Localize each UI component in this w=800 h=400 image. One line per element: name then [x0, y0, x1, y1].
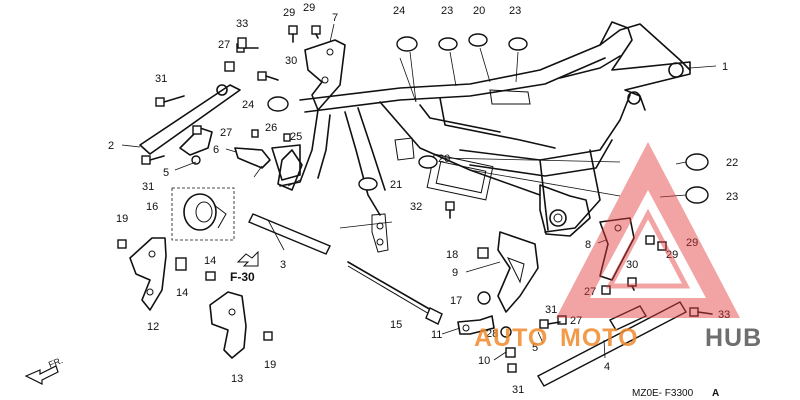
callout-6: 6: [213, 144, 219, 156]
callout-19: 19: [264, 359, 276, 371]
bracket-6: [234, 147, 271, 169]
rod-4: [537, 301, 687, 387]
bracket-11: [457, 315, 495, 335]
callout-27: 27: [220, 127, 232, 139]
callout-23: 23: [509, 5, 521, 17]
callout-25: 25: [290, 131, 302, 143]
callout-14: 14: [204, 255, 216, 267]
callout-31: 31: [512, 384, 524, 396]
callout-8: 8: [585, 239, 591, 251]
callout-2: 2: [108, 140, 114, 152]
plate-25: [271, 144, 301, 181]
watermark-auto: AUTO: [474, 324, 548, 352]
callout-29: 29: [666, 249, 678, 261]
callout-4: 4: [604, 361, 610, 373]
callout-17: 17: [450, 295, 462, 307]
callout-5: 5: [163, 167, 169, 179]
callout-9: 9: [452, 267, 458, 279]
callout-30: 30: [626, 259, 638, 271]
callout-23: 23: [726, 191, 738, 203]
clamps: [267, 33, 709, 204]
leader-lines: [121, 23, 717, 361]
callout-20: 20: [473, 5, 485, 17]
callout-14: 14: [176, 287, 188, 299]
bracket-7: [304, 39, 346, 111]
callout-3: 3: [280, 259, 286, 271]
f30-label: F-30: [230, 270, 255, 284]
main-frame: [277, 21, 691, 253]
callout-13: 13: [231, 373, 243, 385]
f30-reference: F-30: [230, 250, 259, 284]
callout-33: 33: [718, 309, 730, 321]
callout-33: 33: [236, 18, 248, 30]
callout-28: 28: [486, 328, 498, 340]
callout-15: 15: [390, 319, 402, 331]
diagram-code: MZ0E- F3300 A: [632, 388, 719, 399]
callout-31: 31: [155, 73, 167, 85]
front-indicator: FR.: [24, 355, 64, 385]
callout-30: 30: [285, 55, 297, 67]
cover-12: [129, 237, 167, 311]
callout-24: 24: [242, 99, 254, 111]
callout-11: 11: [431, 329, 442, 341]
bracket-9: [497, 231, 539, 313]
watermark-hub: HUB: [705, 324, 762, 352]
callout-31: 31: [545, 304, 557, 316]
callout-27: 27: [218, 39, 230, 51]
diagram-code-suffix: A: [712, 388, 719, 399]
callout-1: 1: [722, 61, 728, 73]
bolt-15: [347, 261, 443, 325]
callout-labels: 1 2 3 4 5 5 6 7 8 9 10 11 12 13 14 14 15…: [108, 2, 738, 396]
callout-29: 29: [303, 2, 315, 14]
callout-5: 5: [532, 342, 538, 354]
rod-3: [248, 213, 331, 255]
callout-23: 23: [441, 5, 453, 17]
callout-26: 26: [265, 122, 277, 134]
callout-21: 21: [390, 179, 402, 191]
watermark-triangle-logo: [556, 142, 740, 318]
callout-16: 16: [146, 201, 158, 213]
watermark-moto: MOTO: [560, 324, 639, 352]
callout-20: 20: [438, 153, 450, 165]
callout-22: 22: [726, 157, 738, 169]
horn-16: [171, 187, 235, 241]
callout-12: 12: [147, 321, 159, 333]
callout-32: 32: [410, 201, 422, 213]
upper-mount-bar: [139, 84, 241, 155]
callout-29: 29: [686, 237, 698, 249]
diagram-code-label: MZ0E- F3300: [632, 388, 694, 399]
cover-13: [209, 291, 247, 359]
callout-19: 19: [116, 213, 128, 225]
callout-29: 29: [283, 7, 295, 19]
callout-24: 24: [393, 5, 405, 17]
callout-27: 27: [584, 286, 596, 298]
front-indicator-label: FR.: [47, 355, 64, 370]
fasteners: [117, 25, 713, 373]
automotohub-watermark: AUTO MOTO HUB: [474, 142, 762, 352]
link-8: [599, 217, 635, 281]
callout-7: 7: [332, 12, 338, 24]
callout-27: 27: [570, 315, 582, 327]
callout-18: 18: [446, 249, 458, 261]
callout-31: 31: [142, 181, 154, 193]
callout-10: 10: [478, 355, 490, 367]
